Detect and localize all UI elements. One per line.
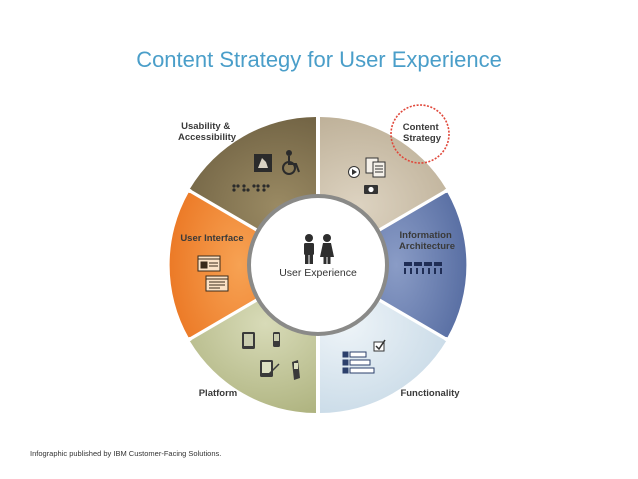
wheelchair-icon [282, 150, 300, 175]
segment-information-architecture [378, 192, 467, 338]
sitemap-icon [404, 262, 442, 274]
label-usability-line2: Accessibility [178, 132, 237, 143]
center-ring [247, 194, 389, 336]
play-icon [348, 166, 360, 178]
handheld-icon [292, 360, 300, 380]
label-ia-line2: Architecture [399, 241, 455, 252]
label-usability-accessibility: Usability & Accessibility [178, 121, 237, 143]
label-information-architecture: Information Architecture [399, 230, 455, 252]
caption: Infographic published by IBM Customer-Fa… [30, 449, 222, 458]
highlight-circle [390, 104, 450, 164]
label-content-line1: Content [403, 122, 440, 133]
camera-icon [364, 185, 378, 194]
document-icon [365, 157, 386, 178]
braille-hand-icon [254, 154, 272, 172]
segment-usability-accessibility [189, 117, 316, 229]
braille-dots-icon [232, 184, 270, 192]
label-platform: Platform [199, 388, 238, 399]
slide-title: Content Strategy for User Experience [136, 47, 502, 72]
pda-icon [260, 360, 280, 377]
rim-notches [187, 115, 449, 415]
center-label: User Experience [279, 267, 357, 279]
layout-icon [205, 275, 229, 292]
segment-functionality [320, 301, 447, 413]
checkbox-icon [373, 339, 386, 352]
tablet-icon [242, 332, 255, 349]
phone-icon [273, 332, 280, 347]
label-usability-line1: Usability & [181, 121, 230, 132]
window-icon [197, 255, 221, 272]
label-content-strategy: Content Strategy [403, 122, 442, 144]
label-ia-line1: Information [400, 230, 452, 241]
label-content-line2: Strategy [403, 133, 442, 144]
label-functionality: Functionality [400, 388, 460, 399]
label-user-interface: User Interface [180, 233, 243, 244]
segment-platform [189, 301, 316, 413]
people-icon [304, 234, 334, 264]
form-icon [342, 351, 375, 374]
